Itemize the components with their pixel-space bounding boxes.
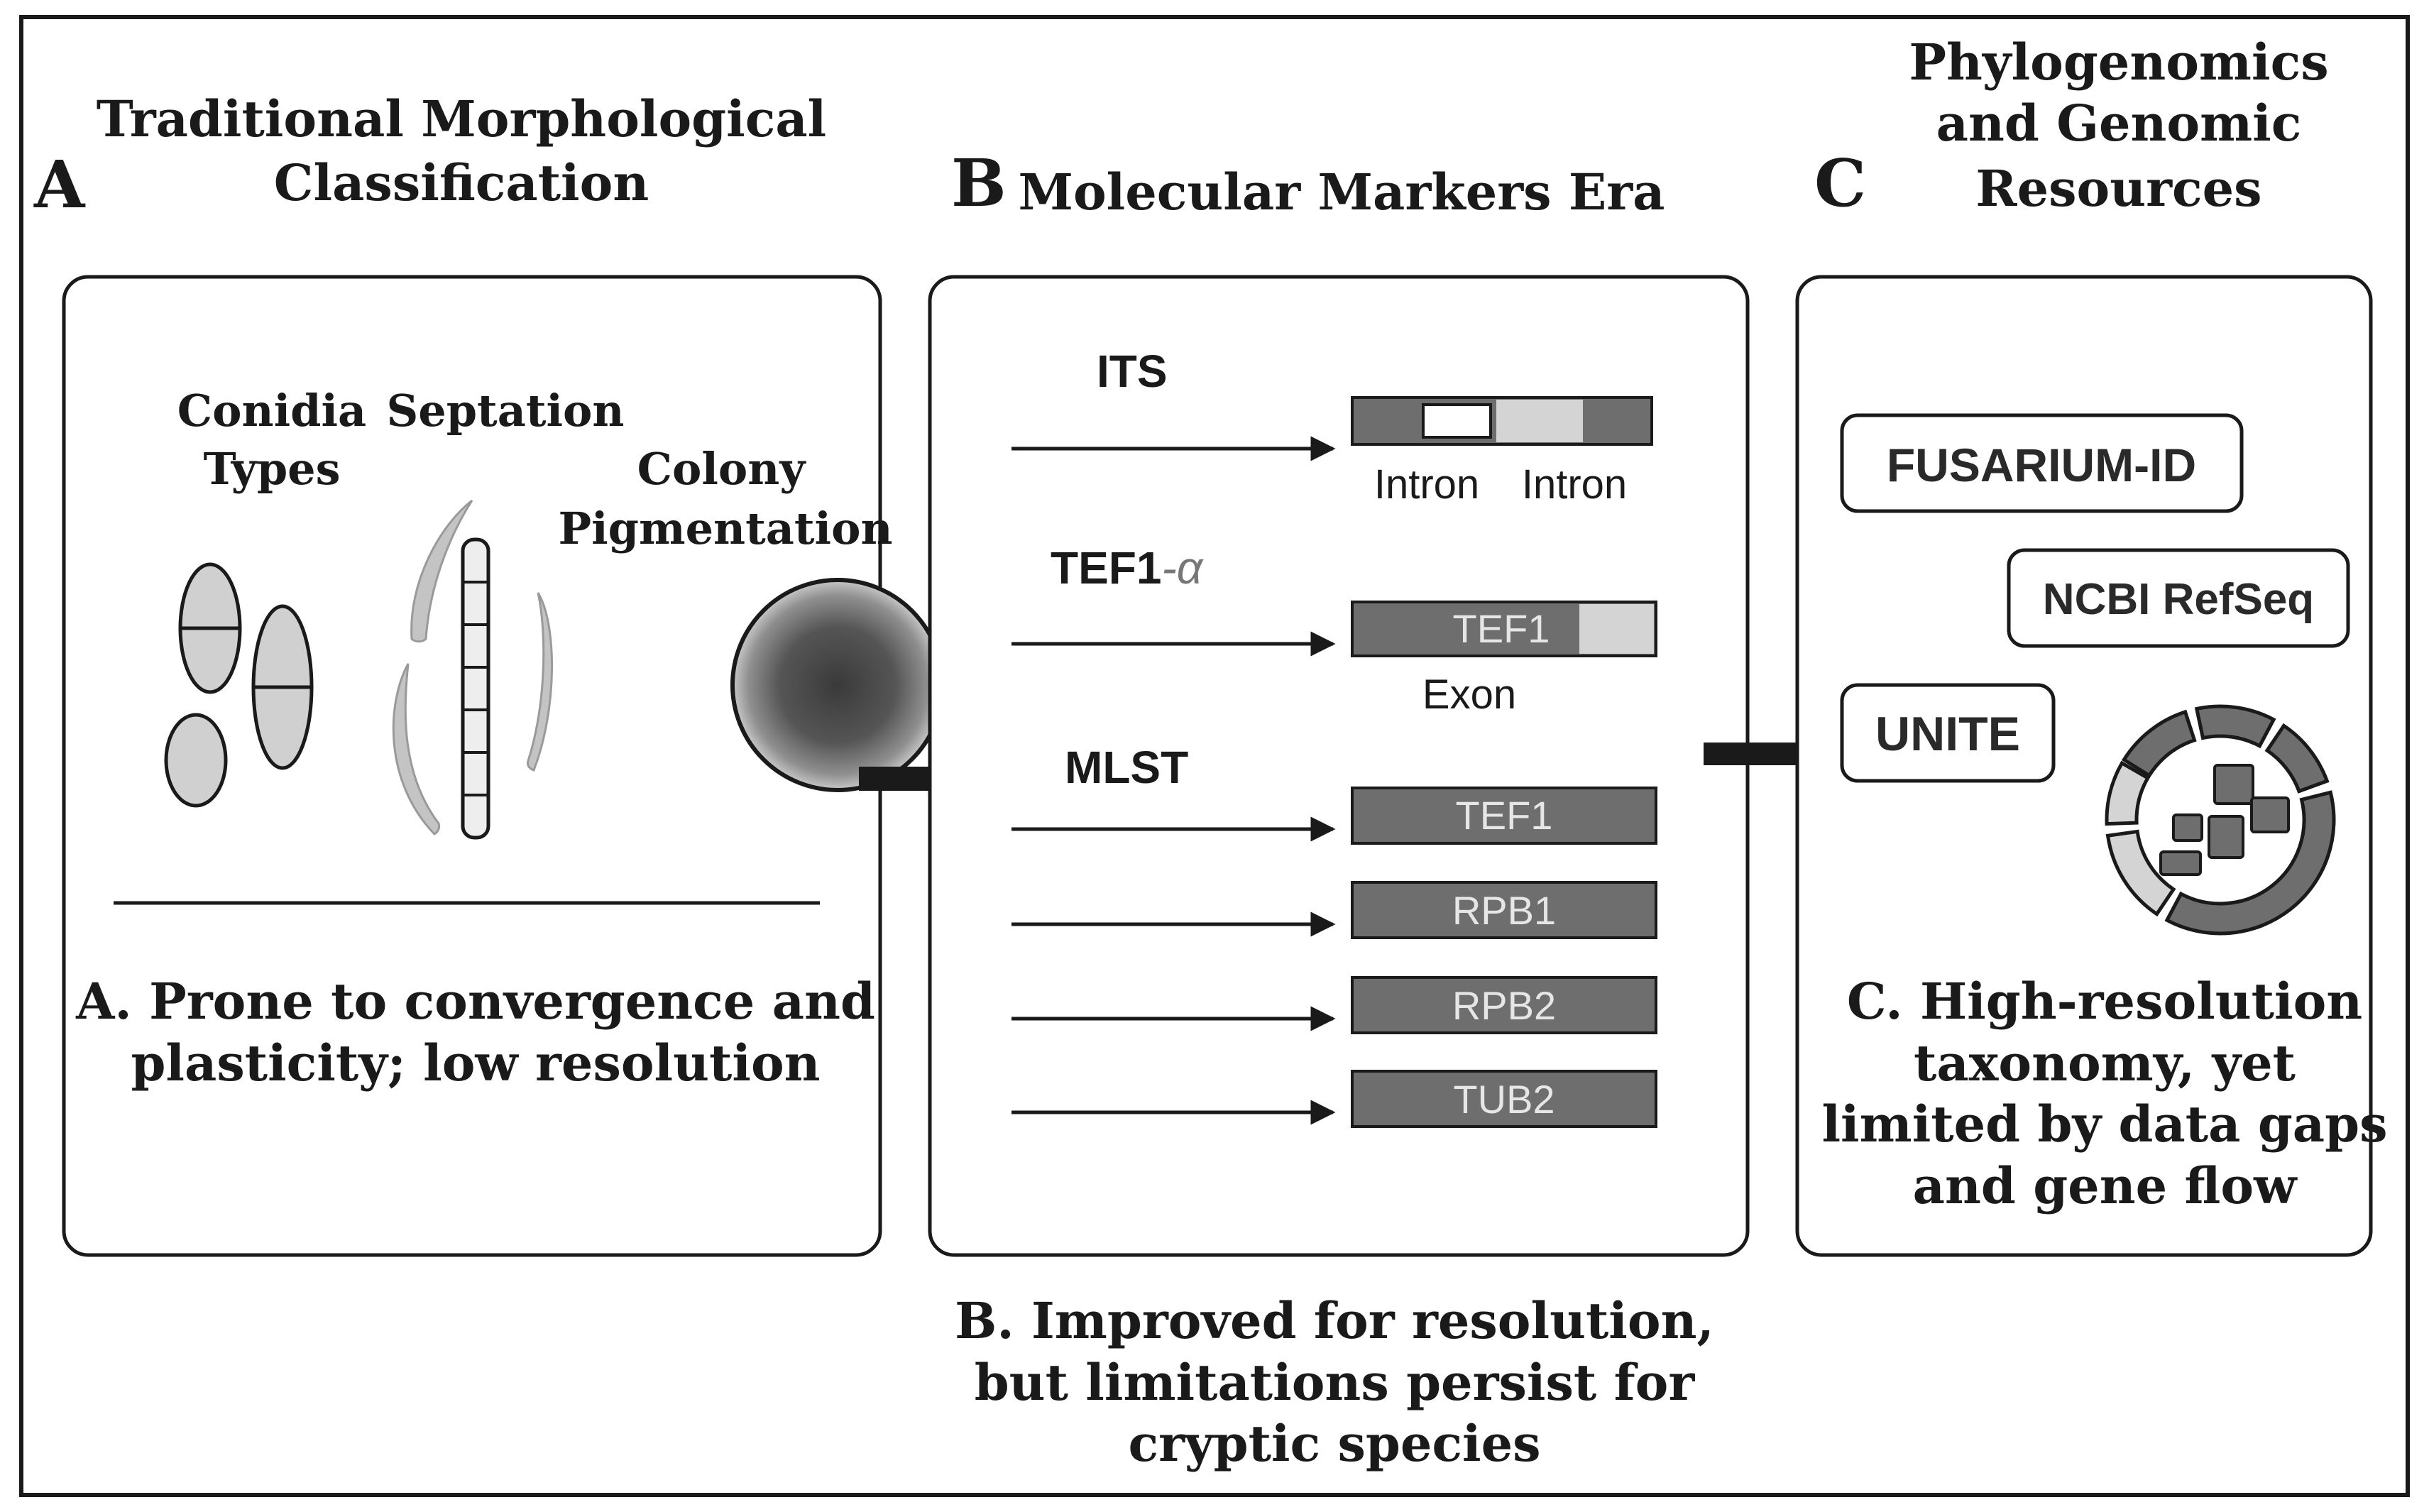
intron-label-2: Intron	[1522, 461, 1627, 508]
conidia-types-label-line1: Conidia	[177, 385, 366, 437]
genome-ring-segment	[2264, 723, 2330, 794]
tef1-gene-box	[1351, 601, 1657, 657]
mlst-label: MLST	[1065, 742, 1188, 793]
conidium-3	[164, 713, 228, 808]
septation-illustration	[392, 499, 554, 840]
colony-pigmentation-plate	[730, 578, 945, 792]
panel-c-box	[1795, 275, 2373, 1257]
mlst-gene-tub2: TUB2	[1011, 1070, 1657, 1128]
genome-ring-segment	[2105, 760, 2151, 826]
unite-database: UNITE	[1840, 683, 2056, 783]
colony-pigmentation-label-line1: Colony	[637, 443, 807, 495]
panel-c-caption-line4: and gene flow	[1913, 1156, 2298, 1215]
panel-b-caption-line1: B. Improved for resolution,	[955, 1291, 1714, 1350]
tef1-box-label: TEF1	[1453, 606, 1550, 651]
intron-segment-1	[1422, 403, 1492, 439]
mlst-gene-tef1: TEF1	[1011, 787, 1657, 845]
mlst-box-rpb2	[1351, 976, 1657, 1034]
panel-b-caption-line2: but limitations persist for	[975, 1353, 1696, 1412]
tef1-alpha-label-main: TEF1	[1051, 542, 1161, 593]
panel-c-caption-line3: limited by data gaps	[1821, 1095, 2387, 1154]
conidia-illustration	[164, 562, 314, 808]
septate-hypha	[461, 537, 490, 840]
conidium-1	[178, 562, 242, 694]
panel-c-title-line3: Resources	[1975, 159, 2261, 218]
curved-conidium-3	[527, 592, 554, 772]
its-gene-box	[1351, 396, 1653, 446]
panel-a-letter: A	[33, 146, 86, 223]
mlst-gene-rpb1: RPB1	[1011, 881, 1657, 939]
panel-a-title-line2: Classification	[274, 153, 649, 212]
panel-c: C Phylogenomics and Genomic Resources FU…	[1795, 33, 2388, 1257]
its-label: ITS	[1097, 346, 1168, 397]
mlst-box-tef1	[1351, 787, 1657, 845]
ncbi-refseq-database: NCBI RefSeq	[2007, 548, 2350, 648]
colony-pigmentation-label-line2: Pigmentation	[558, 503, 892, 554]
fusarium-id-database: FUSARIUM-ID	[1840, 413, 2244, 513]
conidium-2	[251, 604, 314, 770]
panel-b-title: Molecular Markers Era	[1018, 163, 1665, 221]
fusarium-id-label: FUSARIUM-ID	[1887, 439, 2196, 491]
curved-conidium-1	[410, 499, 473, 643]
panel-a-caption-line2: plasticity; low resolution	[131, 1034, 820, 1092]
panel-b-caption-line3: cryptic species	[1128, 1414, 1540, 1473]
exon-label: Exon	[1422, 672, 1516, 718]
panel-a: A Traditional Morphological Classificati…	[33, 89, 945, 1257]
panel-b: B Molecular Markers Era ITS Intron Intro…	[928, 145, 1750, 1473]
intron-label-1: Intron	[1374, 461, 1479, 508]
genome-ring	[2105, 704, 2336, 936]
mlst-gene-label: RPB2	[1452, 983, 1556, 1028]
figure-frame	[19, 15, 2410, 1497]
genome-ring-segment	[2105, 829, 2176, 917]
intron-segment-2	[1496, 400, 1583, 442]
panel-c-caption-line1: C. High-resolution	[1847, 972, 2362, 1031]
genome-ring-segment	[2164, 790, 2336, 936]
tef1-alpha-label-suffix: -α	[1161, 542, 1203, 593]
mlst-gene-rpb2: RPB2	[1011, 976, 1657, 1034]
panel-a-title-line1: Traditional Morphological	[97, 89, 827, 148]
mlst-gene-label: TUB2	[1453, 1077, 1555, 1122]
ncbi-refseq-label: NCBI RefSeq	[2043, 575, 2314, 624]
mlst-gene-label: RPB1	[1452, 888, 1556, 933]
genome-circle-icon	[2105, 704, 2336, 936]
mlst-box-rpb1	[1351, 881, 1657, 939]
panel-c-title-line2: and Genomic	[1936, 94, 2302, 153]
conidia-types-label-line2: Types	[203, 443, 340, 495]
panel-c-title-line1: Phylogenomics	[1909, 33, 2328, 92]
panel-a-caption-line1: A. Prone to convergence and	[75, 972, 875, 1031]
mlst-box-tub2	[1351, 1070, 1657, 1128]
panel-b-letter: B	[951, 145, 1007, 221]
curved-conidium-2	[392, 663, 441, 836]
septation-label: Septation	[386, 385, 624, 437]
genome-ring-segment	[2121, 709, 2197, 778]
panel-c-caption-line2: taxonomy, yet	[1914, 1034, 2296, 1092]
panel-c-letter: C	[1814, 145, 1866, 221]
mlst-gene-label: TEF1	[1456, 793, 1553, 838]
tef1-alpha-label: TEF1-α	[1051, 542, 1204, 593]
genome-ring-segment	[2194, 704, 2276, 749]
unite-label: UNITE	[1875, 707, 2020, 761]
